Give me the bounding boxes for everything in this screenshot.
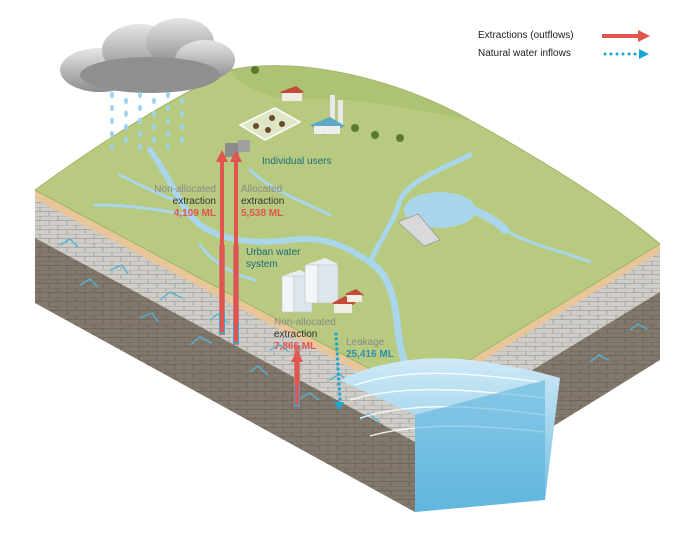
- allocated-value: 5,538 ML: [241, 208, 284, 219]
- raindrop: [124, 110, 128, 118]
- legend-red-arrow-icon: [602, 30, 650, 42]
- urban-water-system-line2: system: [246, 259, 278, 270]
- raindrop: [138, 91, 142, 99]
- nonallocated-left-line1: Non-allocated: [154, 184, 216, 195]
- leakage-dot: [337, 377, 341, 381]
- individual-users-label: Individual users: [262, 156, 332, 167]
- raindrop: [124, 123, 128, 131]
- raindrop: [138, 143, 142, 151]
- leakage-dot: [335, 342, 339, 346]
- leakage-dot: [334, 337, 338, 341]
- raindrop: [180, 97, 184, 105]
- legend: Extractions (outflows) Natural water inf…: [478, 30, 678, 66]
- raindrop: [166, 130, 170, 138]
- leakage-dot: [337, 387, 341, 391]
- raindrop: [166, 91, 170, 99]
- legend-inflows: Natural water inflows: [478, 48, 678, 66]
- nonallocated-center-label: Non-allocated extraction 7,866 ML: [274, 317, 336, 353]
- allocated-label: Allocated extraction 5,538 ML: [241, 184, 284, 220]
- allocated-line1: Allocated: [241, 184, 283, 195]
- raindrop: [152, 136, 156, 144]
- leakage-dot: [338, 392, 342, 396]
- leakage-dot: [336, 367, 340, 371]
- nonallocated-left-label: Non-allocated extraction 4,109 ML: [154, 184, 216, 220]
- allocated-line2: extraction: [241, 196, 285, 207]
- raindrop: [110, 104, 114, 112]
- urban-buildings: [281, 258, 364, 313]
- raindrop: [152, 97, 156, 105]
- raindrop: [138, 104, 142, 112]
- nonallocated-left-line2: extraction: [172, 196, 216, 207]
- leakage-dot: [336, 372, 340, 376]
- raindrop: [110, 91, 114, 99]
- raindrop: [138, 117, 142, 125]
- leakage-value: 25,416 ML: [346, 349, 394, 360]
- leakage-arrowhead: [334, 402, 344, 410]
- legend-inflows-label: Natural water inflows: [478, 48, 571, 59]
- raindrop: [166, 104, 170, 112]
- raindrop: [110, 117, 114, 125]
- raindrop: [152, 123, 156, 131]
- urban-water-system-label: Urban water system: [246, 247, 300, 271]
- raindrop: [110, 143, 114, 151]
- leakage-line1: Leakage: [346, 337, 385, 348]
- dam-lake: [397, 192, 476, 247]
- raindrop: [152, 110, 156, 118]
- raindrop: [124, 136, 128, 144]
- raindrop: [166, 117, 170, 125]
- raindrops: [110, 91, 184, 151]
- leakage-dot: [338, 397, 342, 401]
- leakage-label: Leakage 25,416 ML: [346, 337, 394, 361]
- farm-area: [225, 66, 404, 157]
- legend-dotted-arrow-icon: [603, 49, 649, 59]
- extraction-arrows: [216, 150, 303, 405]
- raindrop: [180, 110, 184, 118]
- legend-extractions: Extractions (outflows): [478, 30, 678, 48]
- leakage-dot: [334, 332, 338, 336]
- leakage-dot: [335, 352, 339, 356]
- estuary-water-body: [340, 358, 560, 512]
- leakage-inflow-arrow: [334, 332, 344, 410]
- nonallocated-center-value: 7,866 ML: [274, 341, 317, 352]
- legend-extractions-label: Extractions (outflows): [478, 30, 574, 41]
- raindrop: [138, 130, 142, 138]
- raindrop: [180, 136, 184, 144]
- raindrop: [110, 130, 114, 138]
- leakage-dot: [335, 357, 340, 361]
- raindrop: [124, 97, 128, 105]
- nonallocated-center-line2: extraction: [274, 329, 318, 340]
- nonallocated-left-value: 4,109 ML: [173, 208, 216, 219]
- raindrop: [166, 143, 170, 151]
- nonallocated-center-line1: Non-allocated: [274, 317, 336, 328]
- leakage-dot: [335, 347, 339, 351]
- rain-cloud: [60, 18, 235, 93]
- leakage-dot: [336, 362, 340, 366]
- raindrop: [180, 123, 184, 131]
- urban-water-system-line1: Urban water: [246, 247, 301, 258]
- leakage-dot: [337, 382, 341, 386]
